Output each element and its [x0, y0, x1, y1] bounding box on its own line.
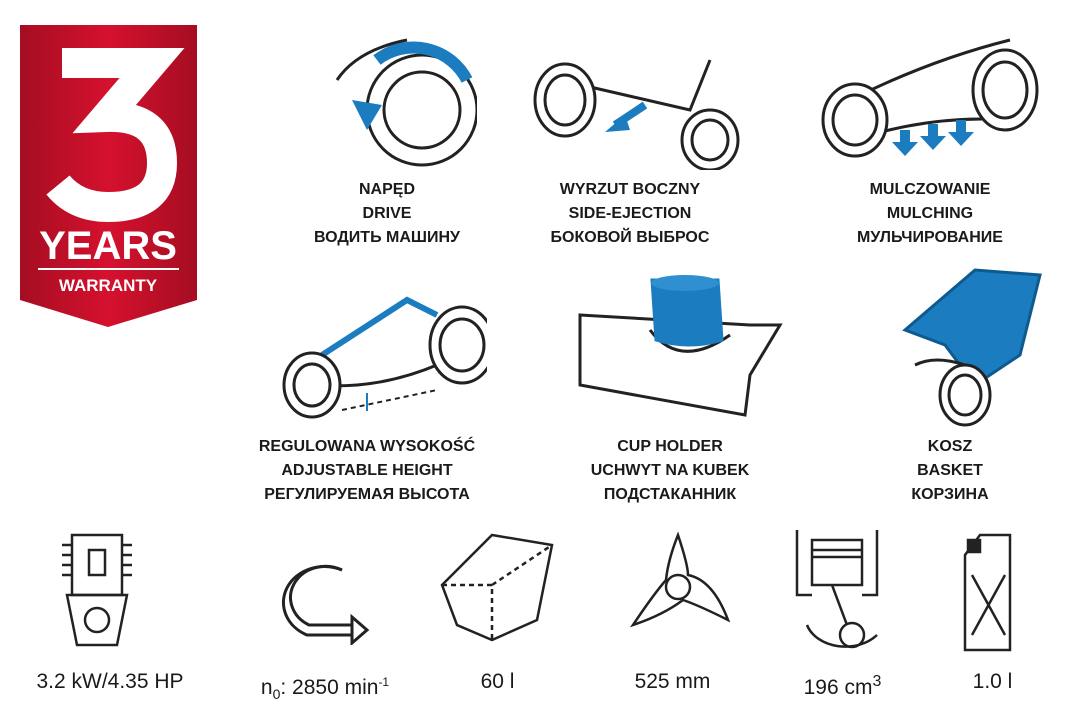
feature-label: ПОДСТАКАННИК [603, 486, 737, 503]
feature-label: БОКОВОЙ ВЫБРОС [550, 229, 710, 246]
feature-label: MULCHING [886, 205, 974, 222]
feature-label: DRIVE [362, 205, 412, 222]
feature-mulching: MULCZOWANIE MULCHING МУЛЬЧИРОВАНИЕ [800, 20, 1060, 250]
spec-grass-bag [407, 525, 577, 645]
feature-label: KOSZ [927, 438, 973, 455]
spec-rotation [232, 525, 402, 645]
feature-label: UCHWYT NA KUBEK [590, 462, 750, 479]
blade-icon [629, 531, 731, 628]
feature-label: SIDE-EJECTION [568, 205, 692, 222]
feature-label: MULCZOWANIE [869, 181, 991, 198]
warranty-badge: YEARS WARRANTY [20, 25, 197, 327]
feature-cup-holder: CUP HOLDER UCHWYT NA KUBEK ПОДСТАКАННИК [540, 275, 800, 507]
feature-label: ВОДИТЬ МАШИНУ [314, 229, 460, 246]
warranty-label: WARRANTY [59, 276, 158, 295]
feature-drive: NAPĘD DRIVE ВОДИТЬ МАШИНУ [257, 20, 517, 250]
feature-side-ejection: WYRZUT BOCZNY SIDE-EJECTION БОКОВОЙ ВЫБРОС [500, 20, 760, 250]
spec-piston [752, 525, 922, 655]
feature-label: МУЛЬЧИРОВАНИЕ [857, 229, 1003, 246]
rotation-speed-icon [281, 564, 370, 645]
feature-adjustable-height: REGULOWANA WYSOKOŚĆ ADJUSTABLE HEIGHT РЕГУ… [237, 275, 497, 507]
spec-value-tank: 1.0 l [972, 670, 1013, 693]
cup-holder-icon [578, 275, 783, 417]
spec-engine [12, 525, 182, 655]
spec-value-cut-width: 525 mm [634, 670, 711, 693]
spec-value-capacity: 60 l [480, 670, 515, 693]
feature-basket: KOSZ BASKET КОРЗИНА [820, 265, 1080, 507]
spec-fuel-can [905, 525, 1075, 655]
feature-label: WYRZUT BOCZNY [559, 181, 701, 198]
feature-label: CUP HOLDER [617, 438, 723, 455]
feature-label: REGULOWANA WYSOKOŚĆ [258, 438, 476, 455]
adjustable-height-icon [282, 296, 487, 419]
basket-icon [902, 268, 1042, 427]
feature-label: РЕГУЛИРУЕМАЯ ВЫСОТА [264, 486, 470, 503]
spec-value-power: 3.2 kW/4.35 HP [36, 670, 184, 693]
engine-icon [62, 533, 132, 647]
drive-wheel-icon [335, 38, 477, 167]
piston-icon [795, 530, 879, 649]
spec-value-rpm: n0: 2850 min-1 [260, 675, 390, 703]
feature-label: КОРЗИНА [911, 486, 989, 503]
grass-bag-icon [440, 533, 554, 642]
warranty-years: YEARS [39, 224, 177, 268]
side-ejection-icon [533, 59, 740, 170]
fuel-can-icon [963, 533, 1012, 652]
spec-blade [593, 525, 763, 645]
feature-label: NAPĘD [358, 181, 415, 198]
mulching-icon [821, 38, 1039, 158]
warranty-number-3-logo [46, 48, 185, 223]
feature-label: ADJUSTABLE HEIGHT [281, 462, 453, 479]
feature-label: BASKET [917, 462, 983, 479]
spec-value-displacement: 196 cm3 [803, 673, 882, 699]
